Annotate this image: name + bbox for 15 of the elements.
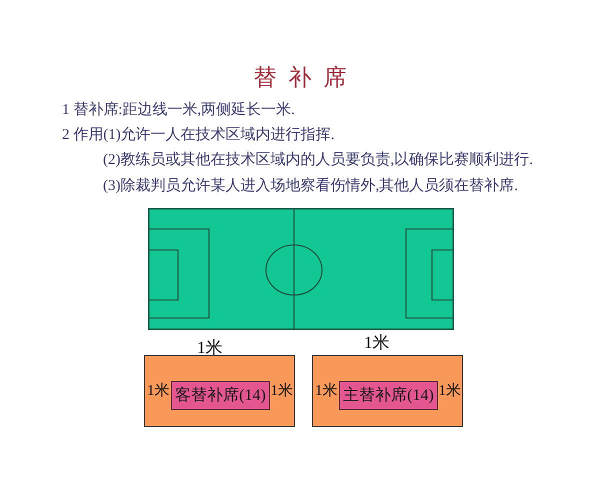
rule-text: (3)除裁判员允许某人进入场地察看伤情外,其他人员须在替补席. bbox=[103, 177, 518, 195]
rule-text: 1 替补席:距边线一米,两侧延长一米. bbox=[62, 101, 295, 119]
dimension-label: 1米 bbox=[438, 382, 461, 400]
dimension-label: 1米 bbox=[364, 333, 390, 353]
rule-text: 2 作用(1)允许一人在技术区域内进行指挥. bbox=[62, 126, 334, 144]
diagram-title: 替补席 bbox=[254, 64, 358, 92]
dimension-label: 1米 bbox=[315, 382, 338, 400]
dimension-label: 1米 bbox=[147, 382, 170, 400]
rule-text: (2)教练员或其他在技术区域内的人员要负责,以确保比赛顺利进行. bbox=[103, 151, 533, 169]
substitutes-bench: 客替补席(14) bbox=[171, 381, 270, 410]
dimension-label: 1米 bbox=[197, 338, 222, 358]
technical-area bbox=[312, 355, 463, 427]
technical-area bbox=[144, 355, 295, 427]
substitutes-bench: 主替补席(14) bbox=[339, 381, 438, 410]
dimension-label: 1米 bbox=[270, 382, 293, 400]
